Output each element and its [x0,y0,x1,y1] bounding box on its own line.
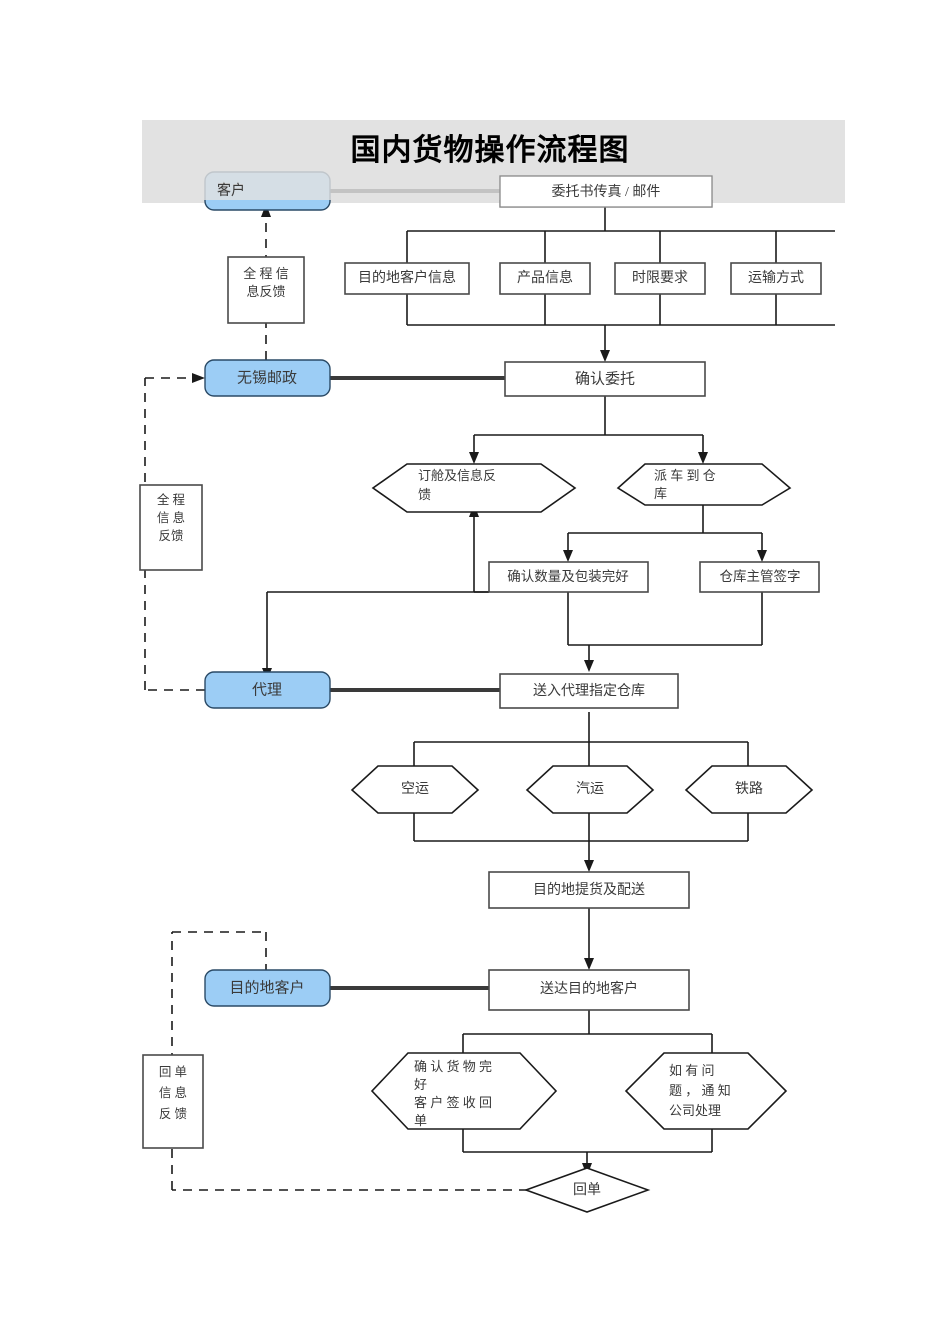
note-line-3: 反 馈 [159,1107,187,1121]
node-rail-transport[interactable]: 铁路 [684,765,814,814]
hex-line-1: 确 认 货 物 完 [414,1059,492,1074]
hex-label: 汽运 [576,781,604,797]
arrow-to-booking [469,452,479,464]
entrust-label-overlay: 委托书传真 / 邮件 [552,184,661,200]
page-title-overlay: 国内货物操作流程图 [351,133,630,167]
hex-label: 铁路 [735,781,763,797]
note-receipt-info-feedback: 回 单 信 息 反 馈 [142,1054,204,1149]
hex-line-2: 馈 [418,487,431,502]
node-dest-pickup-delivery[interactable]: 目的地提货及配送 [488,871,690,909]
decision-label: 回单 [573,1182,601,1198]
hex-line-3: 公司处理 [669,1103,721,1118]
note-line-1: 回 单 [159,1065,187,1079]
actor-label: 无锡邮政 [237,369,297,386]
node-label: 目的地客户信息 [358,269,456,286]
note-line-1: 全 程 信 [243,266,289,281]
node-warehouse-supervisor-sign[interactable]: 仓库主管签字 [699,561,820,593]
arrow-dest-deliver [584,958,594,970]
node-booking-info-feedback[interactable]: 订舱及信息反 馈 [371,463,577,513]
arrow-to-sign [757,550,767,562]
hex-line-2: 好 [414,1077,427,1092]
arrow-merge-warehouse [584,660,594,672]
arrow-dashed-post [192,373,205,383]
arrow-to-dispatch [698,452,708,464]
node-label: 确认数量及包装完好 [507,569,629,584]
actor-label: 目的地客户 [229,979,304,996]
hex-label: 空运 [401,781,429,797]
note-line-2: 信 息 [157,510,185,525]
hex-line-2: 题 ， 通 知 [669,1083,731,1098]
node-confirm-entrust[interactable]: 确认委托 [504,361,706,397]
hex-line-1: 如 有 问 [669,1063,715,1078]
node-road-transport[interactable]: 汽运 [525,765,655,814]
node-label: 运输方式 [748,270,804,286]
node-receipt-decision[interactable]: 回单 [523,1167,651,1213]
note-full-info-feedback-mid: 全 程 信 息 反馈 [139,484,203,571]
entrust-outline [499,175,713,208]
node-deliver-to-dest-customer[interactable]: 送达目的地客户 [488,969,690,1011]
title-band-overlay [142,120,845,200]
node-transport-mode[interactable]: 运输方式 [730,262,822,295]
node-label: 产品信息 [517,269,573,286]
node-actor-wuxi-post[interactable]: 无锡邮政 [204,359,331,397]
note-line-3: 反馈 [158,529,183,543]
note-line-2: 息反馈 [246,284,285,299]
arrow-to-qty [563,550,573,562]
node-label: 仓库主管签字 [720,568,801,584]
arrow-merge-dest [584,860,594,872]
node-label: 送入代理指定仓库 [533,683,645,699]
node-label: 送达目的地客户 [540,980,638,997]
node-label: 时限要求 [632,270,688,286]
node-label: 目的地提货及配送 [533,881,645,898]
customer-label-overlay: 客户 [217,182,245,199]
node-notify-company[interactable]: 如 有 问 题 ， 通 知 公司处理 [624,1052,788,1130]
note-line-2: 信 息 [159,1085,187,1100]
node-time-requirement[interactable]: 时限要求 [614,262,706,295]
hex-line-2: 库 [654,486,667,501]
node-confirm-goods-ok[interactable]: 确 认 货 物 完 好 客 户 签 收 回 单 [370,1052,558,1130]
node-dest-customer-info[interactable]: 目的地客户信息 [344,262,470,295]
node-confirm-qty-packaging[interactable]: 确认数量及包装完好 [488,561,649,593]
hex-line-4: 单 [414,1113,427,1128]
node-product-info[interactable]: 产品信息 [499,262,591,295]
node-dispatch-truck-warehouse[interactable]: 派 车 到 仓 库 [616,463,792,506]
actor-label: 代理 [252,681,282,698]
hex-line-1: 订舱及信息反 [418,468,496,483]
note-line-1: 全 程 [157,492,186,507]
hex-line-1: 派 车 到 仓 [654,468,716,483]
node-send-to-agent-warehouse[interactable]: 送入代理指定仓库 [499,673,679,709]
arrow-bus-confirm [600,350,610,362]
note-full-info-feedback-top: 全 程 信 息反馈 [227,256,305,324]
node-actor-dest-customer[interactable]: 目的地客户 [204,969,331,1007]
node-label: 确认委托 [575,370,635,387]
hex-line-3: 客 户 签 收 回 [414,1095,492,1110]
node-actor-agent[interactable]: 代理 [204,671,331,709]
node-air-transport[interactable]: 空运 [350,765,480,814]
